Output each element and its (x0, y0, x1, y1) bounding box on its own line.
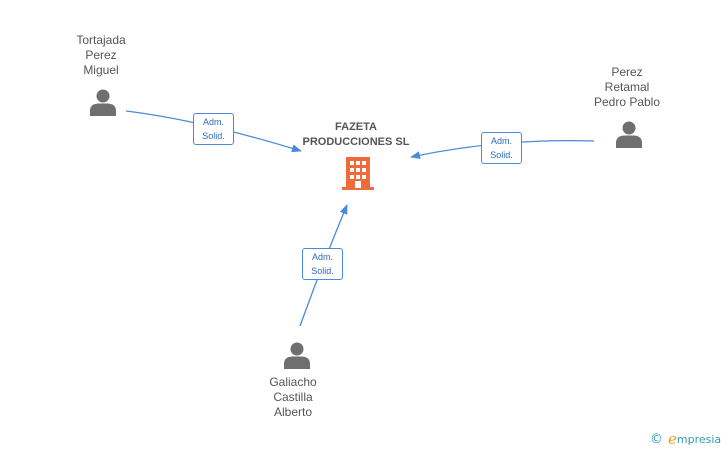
brand-logo-text: mpresia (676, 432, 722, 446)
role-text: Adm. (202, 117, 224, 127)
company-label: FAZETA PRODUCCIONES SL (276, 120, 436, 150)
person-name-line: Alberto (273, 405, 313, 419)
person-label-galiacho: Galiacho Castilla Alberto (223, 375, 363, 420)
role-badge-tortajada[interactable]: Adm. Solid. (193, 113, 234, 145)
person-label-perez: Perez Retamal Pedro Pablo (557, 65, 697, 110)
person-name-line: Perez (611, 65, 643, 79)
brand-logo-initial: e (668, 430, 677, 448)
role-text: Solid. (311, 266, 334, 276)
person-icon[interactable] (283, 341, 311, 374)
copyright-icon: © (650, 431, 663, 447)
role-badge-galiacho[interactable]: Adm. Solid. (302, 248, 343, 280)
person-name-line: Castilla (273, 390, 313, 404)
person-icon[interactable] (89, 88, 117, 121)
person-name-line: Miguel (83, 63, 119, 77)
person-label-tortajada: Tortajada Perez Miguel (31, 33, 171, 78)
person-icon[interactable] (615, 120, 643, 153)
role-text: Adm. (311, 252, 333, 262)
role-badge-perez[interactable]: Adm. Solid. (481, 132, 522, 164)
role-text: Solid. (490, 150, 513, 160)
role-text: Solid. (202, 131, 225, 141)
person-name-line: Pedro Pablo (593, 95, 661, 109)
role-text: Adm. (490, 136, 512, 146)
person-name-line: Retamal (604, 80, 650, 94)
company-name-line: FAZETA (335, 121, 377, 133)
building-icon[interactable] (342, 157, 374, 195)
person-name-line: Perez (85, 48, 117, 62)
brand-footer: © e mpresia (650, 430, 721, 448)
person-name-line: Galiacho (269, 375, 317, 389)
person-name-line: Tortajada (76, 33, 126, 47)
company-name-line: PRODUCCIONES SL (302, 136, 410, 148)
